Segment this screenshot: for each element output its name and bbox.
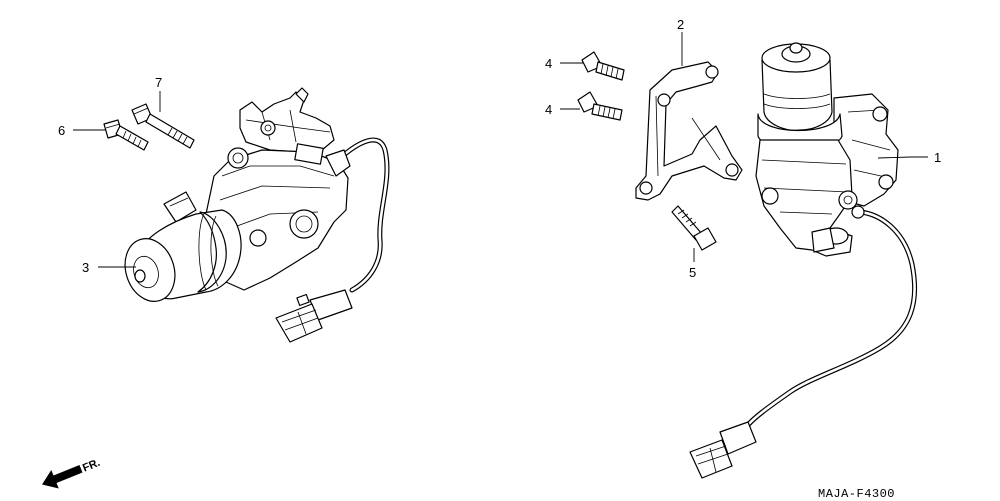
left-motor-endcap: [124, 238, 176, 302]
bolt-4-lower: [577, 91, 623, 121]
callout-3: 3: [82, 260, 89, 275]
callout-1: 1: [934, 150, 941, 165]
right-gear-housing: [755, 139, 853, 257]
bolt-5: [671, 205, 717, 251]
right-connector: [689, 421, 757, 479]
leader-lines: [73, 32, 928, 268]
callout-4-upper: 4: [545, 56, 552, 71]
callout-7: 7: [155, 75, 162, 90]
bolt-6: [103, 119, 149, 151]
bolt-7: [131, 103, 195, 149]
callout-4-lower: 4: [545, 102, 552, 117]
right-motor-assembly: [755, 42, 899, 257]
diagram-code: MAJA-F4300: [818, 487, 895, 501]
left-upper-housing: [239, 91, 335, 153]
callout-2: 2: [677, 17, 684, 32]
callout-6: 6: [58, 123, 65, 138]
left-connector: [275, 289, 353, 343]
front-direction-indicator: FR.: [42, 457, 102, 489]
callout-5: 5: [689, 265, 696, 280]
front-arrow-icon: [42, 465, 83, 489]
bracket-2: [635, 61, 743, 201]
left-motor-assembly: [124, 87, 390, 343]
bolt-4-upper: [581, 51, 625, 81]
front-label: FR.: [81, 457, 102, 475]
